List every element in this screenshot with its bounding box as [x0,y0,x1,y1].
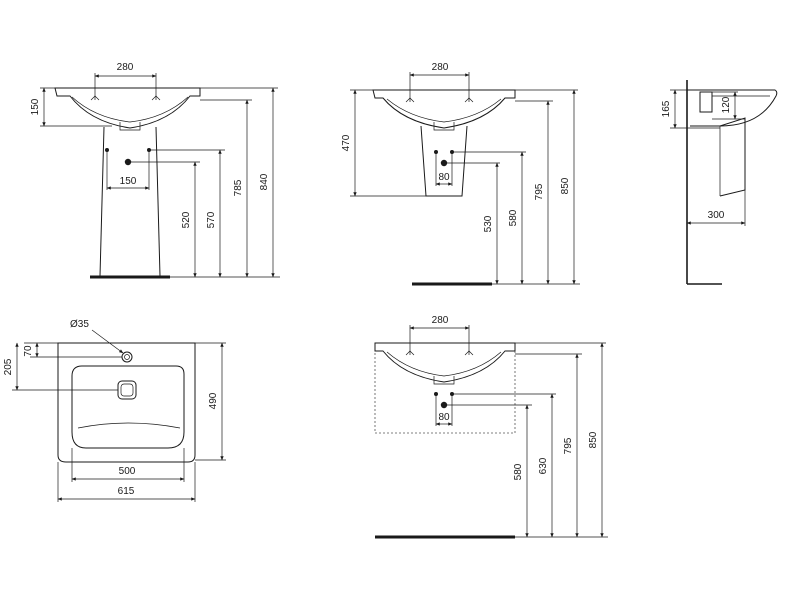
dim-height-520: 520 [181,211,192,228]
dim-height-795: 795 [563,437,574,454]
dim-height-570: 570 [206,211,217,228]
dim-waste-spacing: 80 [438,412,450,423]
waste-outlet [433,122,455,131]
bowl-inner [386,98,502,123]
waste-outlet [119,122,141,131]
dim-height-530: 530 [483,215,494,232]
tap-block [699,91,713,113]
dim-height-580: 580 [508,209,519,226]
tap-markers [405,350,474,356]
shroud-profile [719,117,746,197]
tap-markers [405,97,474,103]
basin-profile [687,89,778,127]
side-view: 165 120 300 [661,80,778,285]
waste-outlet [433,376,455,385]
dim-height-120: 120 [721,96,732,113]
dim-height-580: 580 [513,463,524,480]
semi-pedestal-outline [420,125,468,197]
tap-markers [90,95,161,101]
dim-overall-width: 615 [118,486,135,497]
dim-pedestal-height: 470 [341,134,352,151]
pedestal-outline [99,126,161,277]
dim-height-630: 630 [538,457,549,474]
dim-tap-spacing: 280 [432,315,449,326]
dim-tap-spacing: 280 [117,62,134,73]
top-view: Ø35 70 205 490 500 615 [3,319,226,502]
bowl-top-outline [71,365,185,449]
semi-pedestal-front-view: 280 470 80 530 580 795 850 [341,62,580,286]
dim-height-840: 840 [259,173,270,190]
dim-bowl-depth: 150 [30,98,41,115]
basin-top-outline [57,342,196,463]
dim-offset-70: 70 [23,345,34,357]
basin-outline [54,87,201,129]
dim-waste-spacing: 150 [120,176,137,187]
furniture-front-view: 280 80 580 630 795 850 [374,315,608,539]
basin-outline [374,342,516,383]
dim-height-850: 850 [588,431,599,448]
dim-depth-490: 490 [208,392,219,409]
pedestal-front-view: 280 150 150 520 570 785 840 [30,62,280,279]
basin-outline [372,89,516,129]
dim-tap-hole: Ø35 [70,319,89,330]
dim-height-165: 165 [661,100,672,117]
dim-offset-205: 205 [3,358,14,375]
dim-depth-300: 300 [708,210,725,221]
tap-hole [121,351,133,363]
dim-height-850: 850 [560,177,571,194]
bowl-inner [71,96,189,123]
dim-height-795: 795 [534,183,545,200]
dim-height-785: 785 [233,179,244,196]
dim-tap-spacing: 280 [432,62,449,73]
bowl-ridge [77,422,181,429]
dim-waste-spacing: 80 [438,172,450,183]
dim-bowl-width: 500 [119,466,136,477]
bowl-inner [386,351,502,377]
